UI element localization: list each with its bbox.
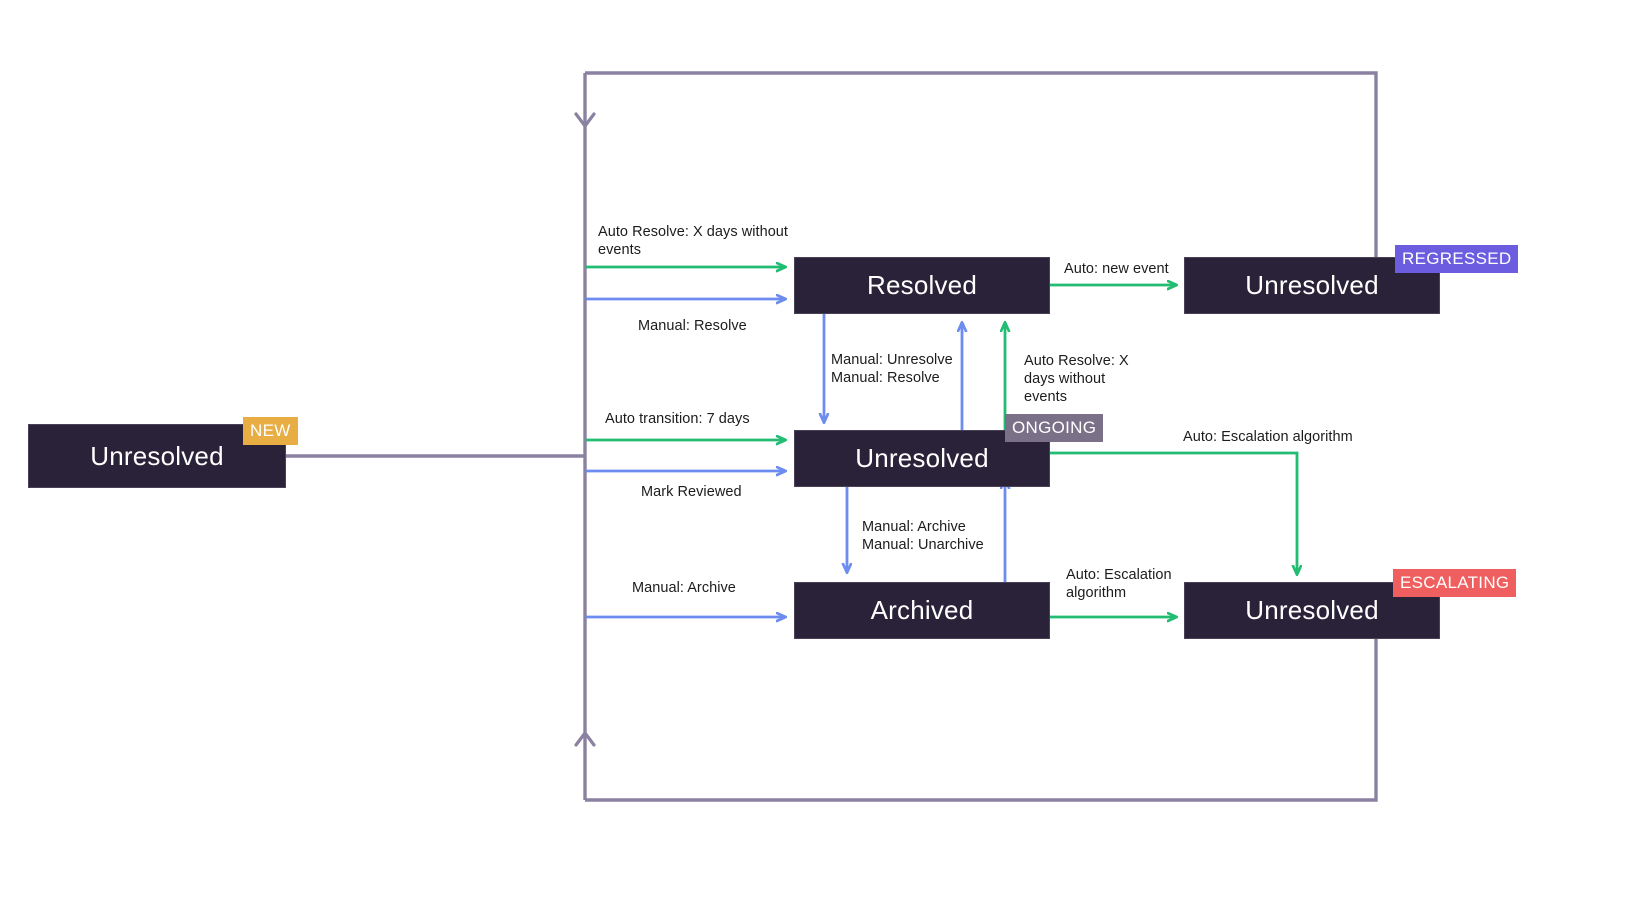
- node-label: Unresolved: [1245, 595, 1379, 625]
- node-label: Unresolved: [1245, 270, 1379, 300]
- edge-label-manual-unresolve-resolve: Manual: Unresolve Manual: Resolve: [831, 352, 953, 386]
- edge-ongoing-to-escalating: [1050, 451, 1297, 574]
- edge-label-auto-resolve-x-days-mid: Auto Resolve: X days without events: [1024, 353, 1129, 405]
- node-label: Unresolved: [90, 440, 224, 471]
- node-new-unresolved[interactable]: Unresolved: [28, 424, 286, 488]
- node-resolved[interactable]: Resolved: [794, 257, 1050, 314]
- edge-label-manual-archive-unarchive: Manual: Archive Manual: Unarchive: [862, 519, 984, 553]
- edge-label-auto-escalation-bottom: Auto: Escalation algorithm: [1066, 567, 1172, 601]
- edge-label-manual-resolve-left: Manual: Resolve: [638, 318, 747, 334]
- edge-label-mark-reviewed: Mark Reviewed: [641, 484, 742, 500]
- edge-loop-spine-upper-arrow: [574, 112, 596, 128]
- node-archived[interactable]: Archived: [794, 582, 1050, 639]
- edge-loop-bottom-rail: [585, 639, 1378, 802]
- status-badge-ongoing: ONGOING: [1005, 414, 1104, 442]
- edge-label-auto-transition-7-days: Auto transition: 7 days: [605, 411, 750, 427]
- node-label: Resolved: [867, 270, 977, 300]
- status-badge-escalating: ESCALATING: [1393, 569, 1517, 597]
- edge-label-manual-archive-left: Manual: Archive: [632, 580, 736, 596]
- node-label: Archived: [870, 595, 974, 625]
- edge-loop-spine-lower-arrow: [574, 731, 596, 747]
- edge-label-auto-resolve-x-days-top: Auto Resolve: X days without events: [598, 224, 788, 258]
- edge-label-auto-escalation-top: Auto: Escalation algorithm: [1183, 429, 1353, 445]
- status-badge-regressed: REGRESSED: [1395, 245, 1519, 273]
- edge-label-auto-new-event: Auto: new event: [1064, 261, 1169, 277]
- node-label: Unresolved: [855, 443, 989, 473]
- status-badge-new: NEW: [243, 417, 298, 445]
- node-escalating-unresolved[interactable]: Unresolved: [1184, 582, 1440, 639]
